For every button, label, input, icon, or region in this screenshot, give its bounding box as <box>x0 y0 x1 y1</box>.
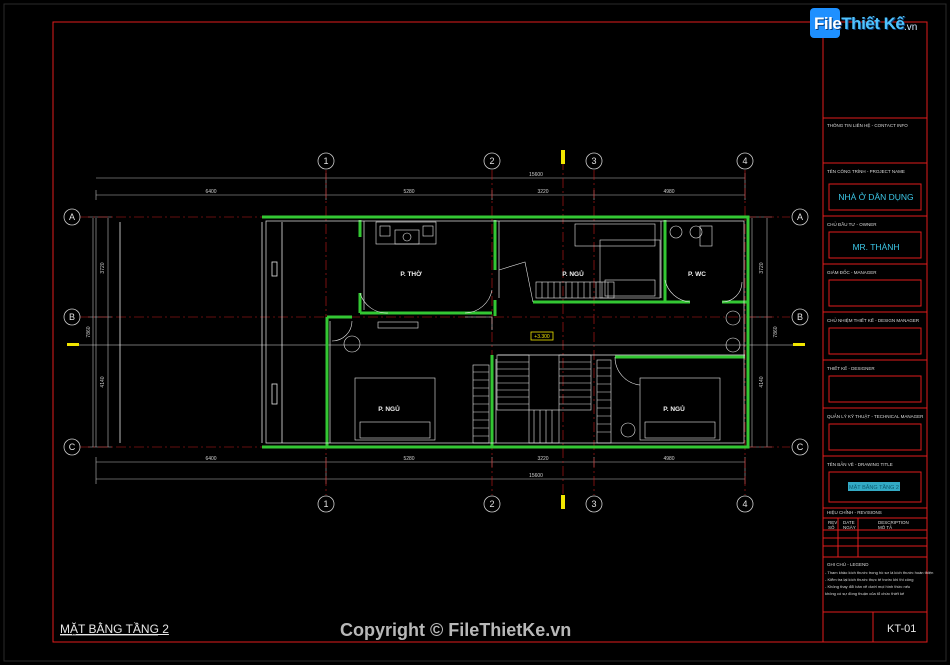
title-block <box>822 21 928 643</box>
tech-manager-label: QUẢN LÝ KỸ THUẬT - TECHNICAL MANAGER <box>827 413 924 419</box>
drawing-title-label: TÊN BẢN VẼ - DRAWING TITLE <box>827 460 893 467</box>
rev-col3b: MÔ TẢ <box>878 524 892 530</box>
stairs <box>472 281 615 444</box>
rev-col2: DATE <box>843 520 855 525</box>
grid-bubbles <box>63 152 809 513</box>
room-label-ngu-1: P. NGỦ <box>562 269 584 278</box>
logo-part2: Thiết Kế <box>841 14 905 33</box>
balcony <box>119 222 283 443</box>
dim-left-total: 7860 <box>86 326 92 337</box>
owner-label: CHỦ ĐẦU TƯ - OWNER <box>827 221 877 227</box>
dim-top-3: 3220 <box>537 189 548 195</box>
dim-bottom-3: 3220 <box>537 456 548 462</box>
grid-axes <box>80 160 790 505</box>
doors <box>331 261 743 386</box>
note-1: - Tham khảo kích thước trong hồ sơ là kí… <box>825 570 933 575</box>
dimension-texts: 6400 5280 3220 4980 15600 6400 5280 3220… <box>86 172 779 479</box>
grid-col-2-top: 2 <box>489 156 494 166</box>
grid-labels: 1 2 3 4 1 2 3 4 A B C A B C <box>69 156 804 509</box>
manager-label: GIÁM ĐỐC - MANAGER <box>827 269 877 275</box>
room-label-ngu-2: P. NGỦ <box>378 404 400 413</box>
room-labels: P. THỜ P. NGỦ P. WC P. NGỦ P. NGỦ <box>378 269 706 413</box>
sheet-number: KT-01 <box>887 623 917 635</box>
grid-col-4-bottom: 4 <box>742 499 747 509</box>
design-manager-label: CHỦ NHIỆM THIẾT KẾ - DESIGN MANAGER <box>827 316 920 323</box>
grid-row-b-right: B <box>797 312 803 322</box>
grid-col-1-top: 1 <box>323 156 328 166</box>
project-name: NHÀ Ở DÂN DỤNG <box>838 191 913 202</box>
grid-row-a-right: A <box>797 212 803 222</box>
room-label-wc: P. WC <box>688 271 706 278</box>
dim-top-2: 5280 <box>403 189 414 195</box>
dim-right-1: 3720 <box>759 262 765 273</box>
rev-col1: REV <box>828 520 837 525</box>
room-label-tho: P. THỜ <box>400 269 422 278</box>
drawing-title-value: MẶT BẰNG TẦNG 2 <box>849 483 899 491</box>
logo-part1: File <box>814 14 842 33</box>
owner-name: MR. THÀNH <box>852 242 899 252</box>
dim-top-4: 4980 <box>663 189 674 195</box>
rev-col3: DESCRIPTION <box>878 520 909 525</box>
dim-bottom-total: 15600 <box>529 473 543 479</box>
dim-top-total: 15600 <box>529 172 543 178</box>
title-block-labels: THÔNG TIN LIÊN HỆ - CONTACT INFO TÊN CÔN… <box>825 121 933 596</box>
logo-tld: .vn <box>904 22 918 33</box>
sheet-border <box>52 21 824 643</box>
grid-row-c-right: C <box>797 442 804 452</box>
dim-right-2: 4140 <box>759 376 765 387</box>
grid-row-b-left: B <box>69 312 75 322</box>
dim-left-1: 3720 <box>100 262 106 273</box>
logo-badge <box>810 8 840 38</box>
sheet-title: MẶT BẰNG TẦNG 2 <box>60 622 169 636</box>
dim-left-2: 4140 <box>100 376 106 387</box>
contact-label: THÔNG TIN LIÊN HỆ - CONTACT INFO <box>827 121 908 128</box>
dim-right-total: 7860 <box>773 326 779 337</box>
grid-row-c-left: C <box>69 442 76 452</box>
interior-lines <box>265 220 745 444</box>
dim-bottom-4: 4980 <box>663 456 674 462</box>
walls <box>262 215 750 449</box>
level-tag: +3.300 <box>534 334 550 340</box>
dim-top-1: 6400 <box>205 189 216 195</box>
site-logo: FileThiết Kế .vn <box>810 8 928 44</box>
note-4: không có sự đồng thuận của tổ chức thiết… <box>825 591 905 596</box>
furniture <box>343 221 741 441</box>
note-3: - Không thay đổi bản vẽ dưới mọi hình th… <box>825 584 910 589</box>
dim-bottom-1: 6400 <box>205 456 216 462</box>
section-markers <box>67 150 805 509</box>
grid-row-a-left: A <box>69 212 75 222</box>
note-2: - Kiểm tra lại kích thước thực tế trước … <box>825 577 913 582</box>
drawing-title-box <box>848 482 900 491</box>
level-tag-box <box>530 331 554 341</box>
grid-col-2-bottom: 2 <box>489 499 494 509</box>
grid-col-1-bottom: 1 <box>323 499 328 509</box>
copyright-watermark: Copyright © FileThietKe.vn <box>340 620 572 640</box>
project-label: TÊN CÔNG TRÌNH - PROJECT NAME <box>827 167 905 174</box>
revision-label: HIỆU CHỈNH - REVISIONS <box>827 508 882 515</box>
grid-col-3-top: 3 <box>591 156 596 166</box>
grid-col-4-top: 4 <box>742 156 747 166</box>
dim-bottom-2: 5280 <box>403 456 414 462</box>
designer-label: THIẾT KẾ - DESIGNER <box>827 365 875 371</box>
rev-col2b: NGÀY <box>843 524 856 530</box>
notes-label: GHI CHÚ - LEGEND <box>827 561 869 567</box>
room-label-ngu-3: P. NGỦ <box>663 404 685 413</box>
rev-col1b: SỐ <box>828 524 835 530</box>
grid-col-3-bottom: 3 <box>591 499 596 509</box>
